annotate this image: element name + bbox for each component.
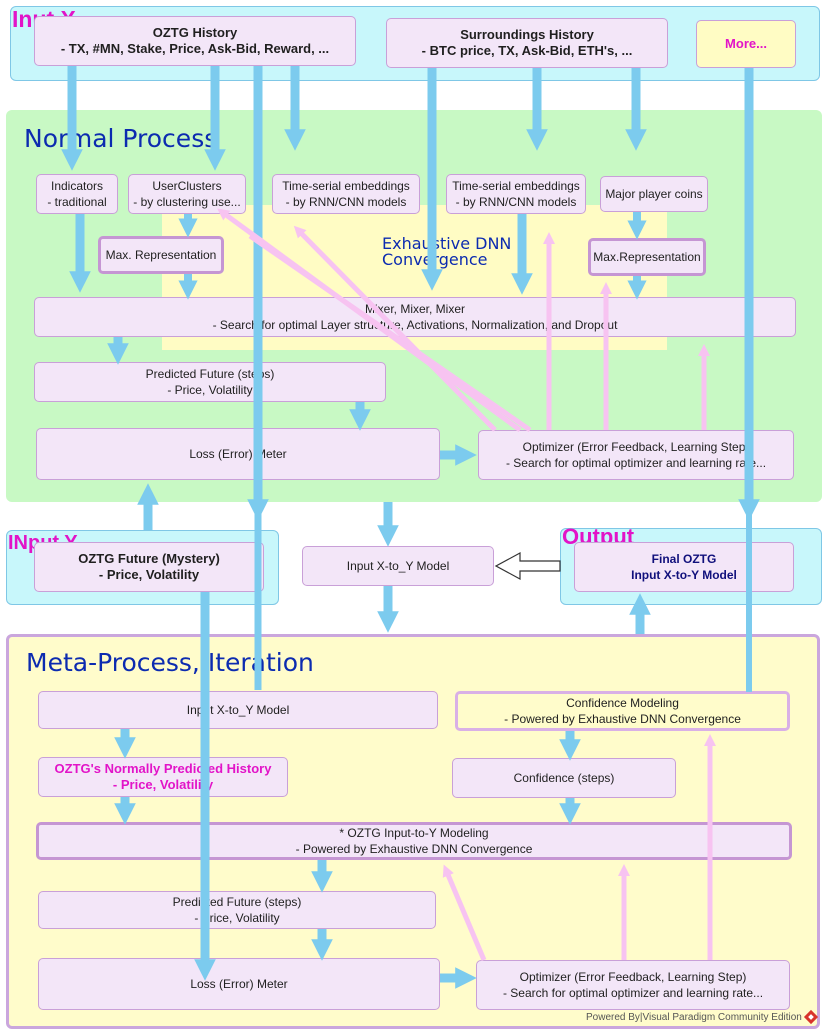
embeddings-2-detail: - by RNN/CNN models [455,195,577,209]
predicted-future-detail: - Price, Volatility [167,383,253,397]
confidence-modeling-title: Confidence Modeling [566,696,679,710]
final-oztg-detail: Input X-to-Y Model [631,568,737,582]
major-player-node[interactable]: Major player coins [600,176,708,212]
meta-optimizer-node[interactable]: Optimizer (Error Feedback, Learning Step… [476,960,790,1010]
embeddings-node-1[interactable]: Time-serial embeddings - by RNN/CNN mode… [272,174,420,214]
indicators-title: Indicators [50,179,104,193]
input-x-to-y-model-label: Input X-to_Y Model [346,559,450,573]
more-label: More... [725,36,767,51]
normal-process-label: Normal Process [24,124,218,153]
oztg-future-node[interactable]: OZTG Future (Mystery) - Price, Volatilit… [34,542,264,592]
confidence-steps-label: Confidence (steps) [513,771,615,785]
oztg-future-title: OZTG Future (Mystery) [78,551,220,566]
input-x-to-y-model-node[interactable]: Input X-to_Y Model [302,546,494,586]
normally-predicted-title: OZTG's Normally Predicted History [54,761,272,776]
exhaustive-dnn-label: Exhaustive DNN Convergence [382,236,511,268]
oztg-future-detail: - Price, Volatility [98,567,200,582]
oztg-history-detail: - TX, #MN, Stake, Price, Ask-Bid, Reward… [60,41,330,56]
footer-credit: Powered By|Visual Paradigm Community Edi… [586,1012,802,1023]
optimizer-detail: - Search for optimal optimizer and learn… [505,456,767,470]
userclusters-node[interactable]: UserClusters - by clustering use... [128,174,246,214]
oztg-history-title: OZTG History [152,25,238,40]
meta-predicted-future-title: Predicted Future (steps) [172,895,302,909]
predicted-future-title: Predicted Future (steps) [145,367,275,381]
embeddings-2-title: Time-serial embeddings [452,179,580,193]
userclusters-title: UserClusters [152,179,222,193]
embeddings-1-title: Time-serial embeddings [282,179,410,193]
meta-process-label: Meta-Process, Iteration [26,648,314,677]
exhaustive-dnn-line-2: Convergence [382,250,488,269]
arrow-output-to-model [494,551,561,581]
more-node[interactable]: More... [696,20,796,68]
max-rep-1-label: Max. Representation [105,248,217,262]
major-player-label: Major player coins [605,187,703,201]
input-to-y-modeling-title: * OZTG Input-to-Y Modeling [339,826,489,840]
max-representation-node-1[interactable]: Max. Representation [98,236,224,274]
surroundings-history-node[interactable]: Surroundings History - BTC price, TX, As… [386,18,668,68]
max-rep-2-label: Max.Representation [593,250,701,264]
surroundings-history-detail: - BTC price, TX, Ask-Bid, ETH's, ... [421,43,633,58]
mixer-node[interactable]: Mixer, Mixer, Mixer - Search for optimal… [34,297,796,337]
meta-loss-meter-label: Loss (Error) Meter [190,977,288,991]
embeddings-1-detail: - by RNN/CNN models [285,195,407,209]
meta-optimizer-title: Optimizer (Error Feedback, Learning Step… [519,970,747,984]
mixer-title: Mixer, Mixer, Mixer [364,302,465,316]
confidence-steps-node[interactable]: Confidence (steps) [452,758,676,798]
meta-model-node[interactable]: Input X-to_Y Model [38,691,438,729]
optimizer-node[interactable]: Optimizer (Error Feedback, Learning Step… [478,430,794,480]
final-oztg-title: Final OZTG [651,552,717,566]
final-oztg-node[interactable]: Final OZTG Input X-to-Y Model [574,542,794,592]
max-representation-node-2[interactable]: Max.Representation [588,238,706,276]
loss-meter-node[interactable]: Loss (Error) Meter [36,428,440,480]
indicators-detail: - traditional [47,195,107,209]
normally-predicted-detail: - Price, Volatility [112,777,214,792]
userclusters-detail: - by clustering use... [133,195,241,209]
mixer-detail: - Search for optimal Layer structure, Ac… [212,318,618,332]
input-to-y-modeling-node[interactable]: * OZTG Input-to-Y Modeling - Powered by … [36,822,792,860]
meta-optimizer-detail: - Search for optimal optimizer and learn… [502,986,764,1000]
indicators-node[interactable]: Indicators - traditional [36,174,118,214]
meta-model-label: Input X-to_Y Model [186,703,290,717]
confidence-modeling-detail: - Powered by Exhaustive DNN Convergence [504,712,741,726]
surroundings-history-title: Surroundings History [460,27,594,42]
meta-loss-meter-node[interactable]: Loss (Error) Meter [38,958,440,1010]
normally-predicted-node[interactable]: OZTG's Normally Predicted History - Pric… [38,757,288,797]
loss-meter-label: Loss (Error) Meter [189,447,287,461]
embeddings-node-2[interactable]: Time-serial embeddings - by RNN/CNN mode… [446,174,586,214]
optimizer-title: Optimizer (Error Feedback, Learning Step… [522,440,750,454]
meta-predicted-future-node[interactable]: Predicted Future (steps) - Price, Volati… [38,891,436,929]
input-to-y-modeling-detail: - Powered by Exhaustive DNN Convergence [295,842,533,856]
predicted-future-node[interactable]: Predicted Future (steps) - Price, Volati… [34,362,386,402]
meta-predicted-future-detail: - Price, Volatility [194,911,280,925]
confidence-modeling-node[interactable]: Confidence Modeling - Powered by Exhaust… [455,691,790,731]
oztg-history-node[interactable]: OZTG History - TX, #MN, Stake, Price, As… [34,16,356,66]
